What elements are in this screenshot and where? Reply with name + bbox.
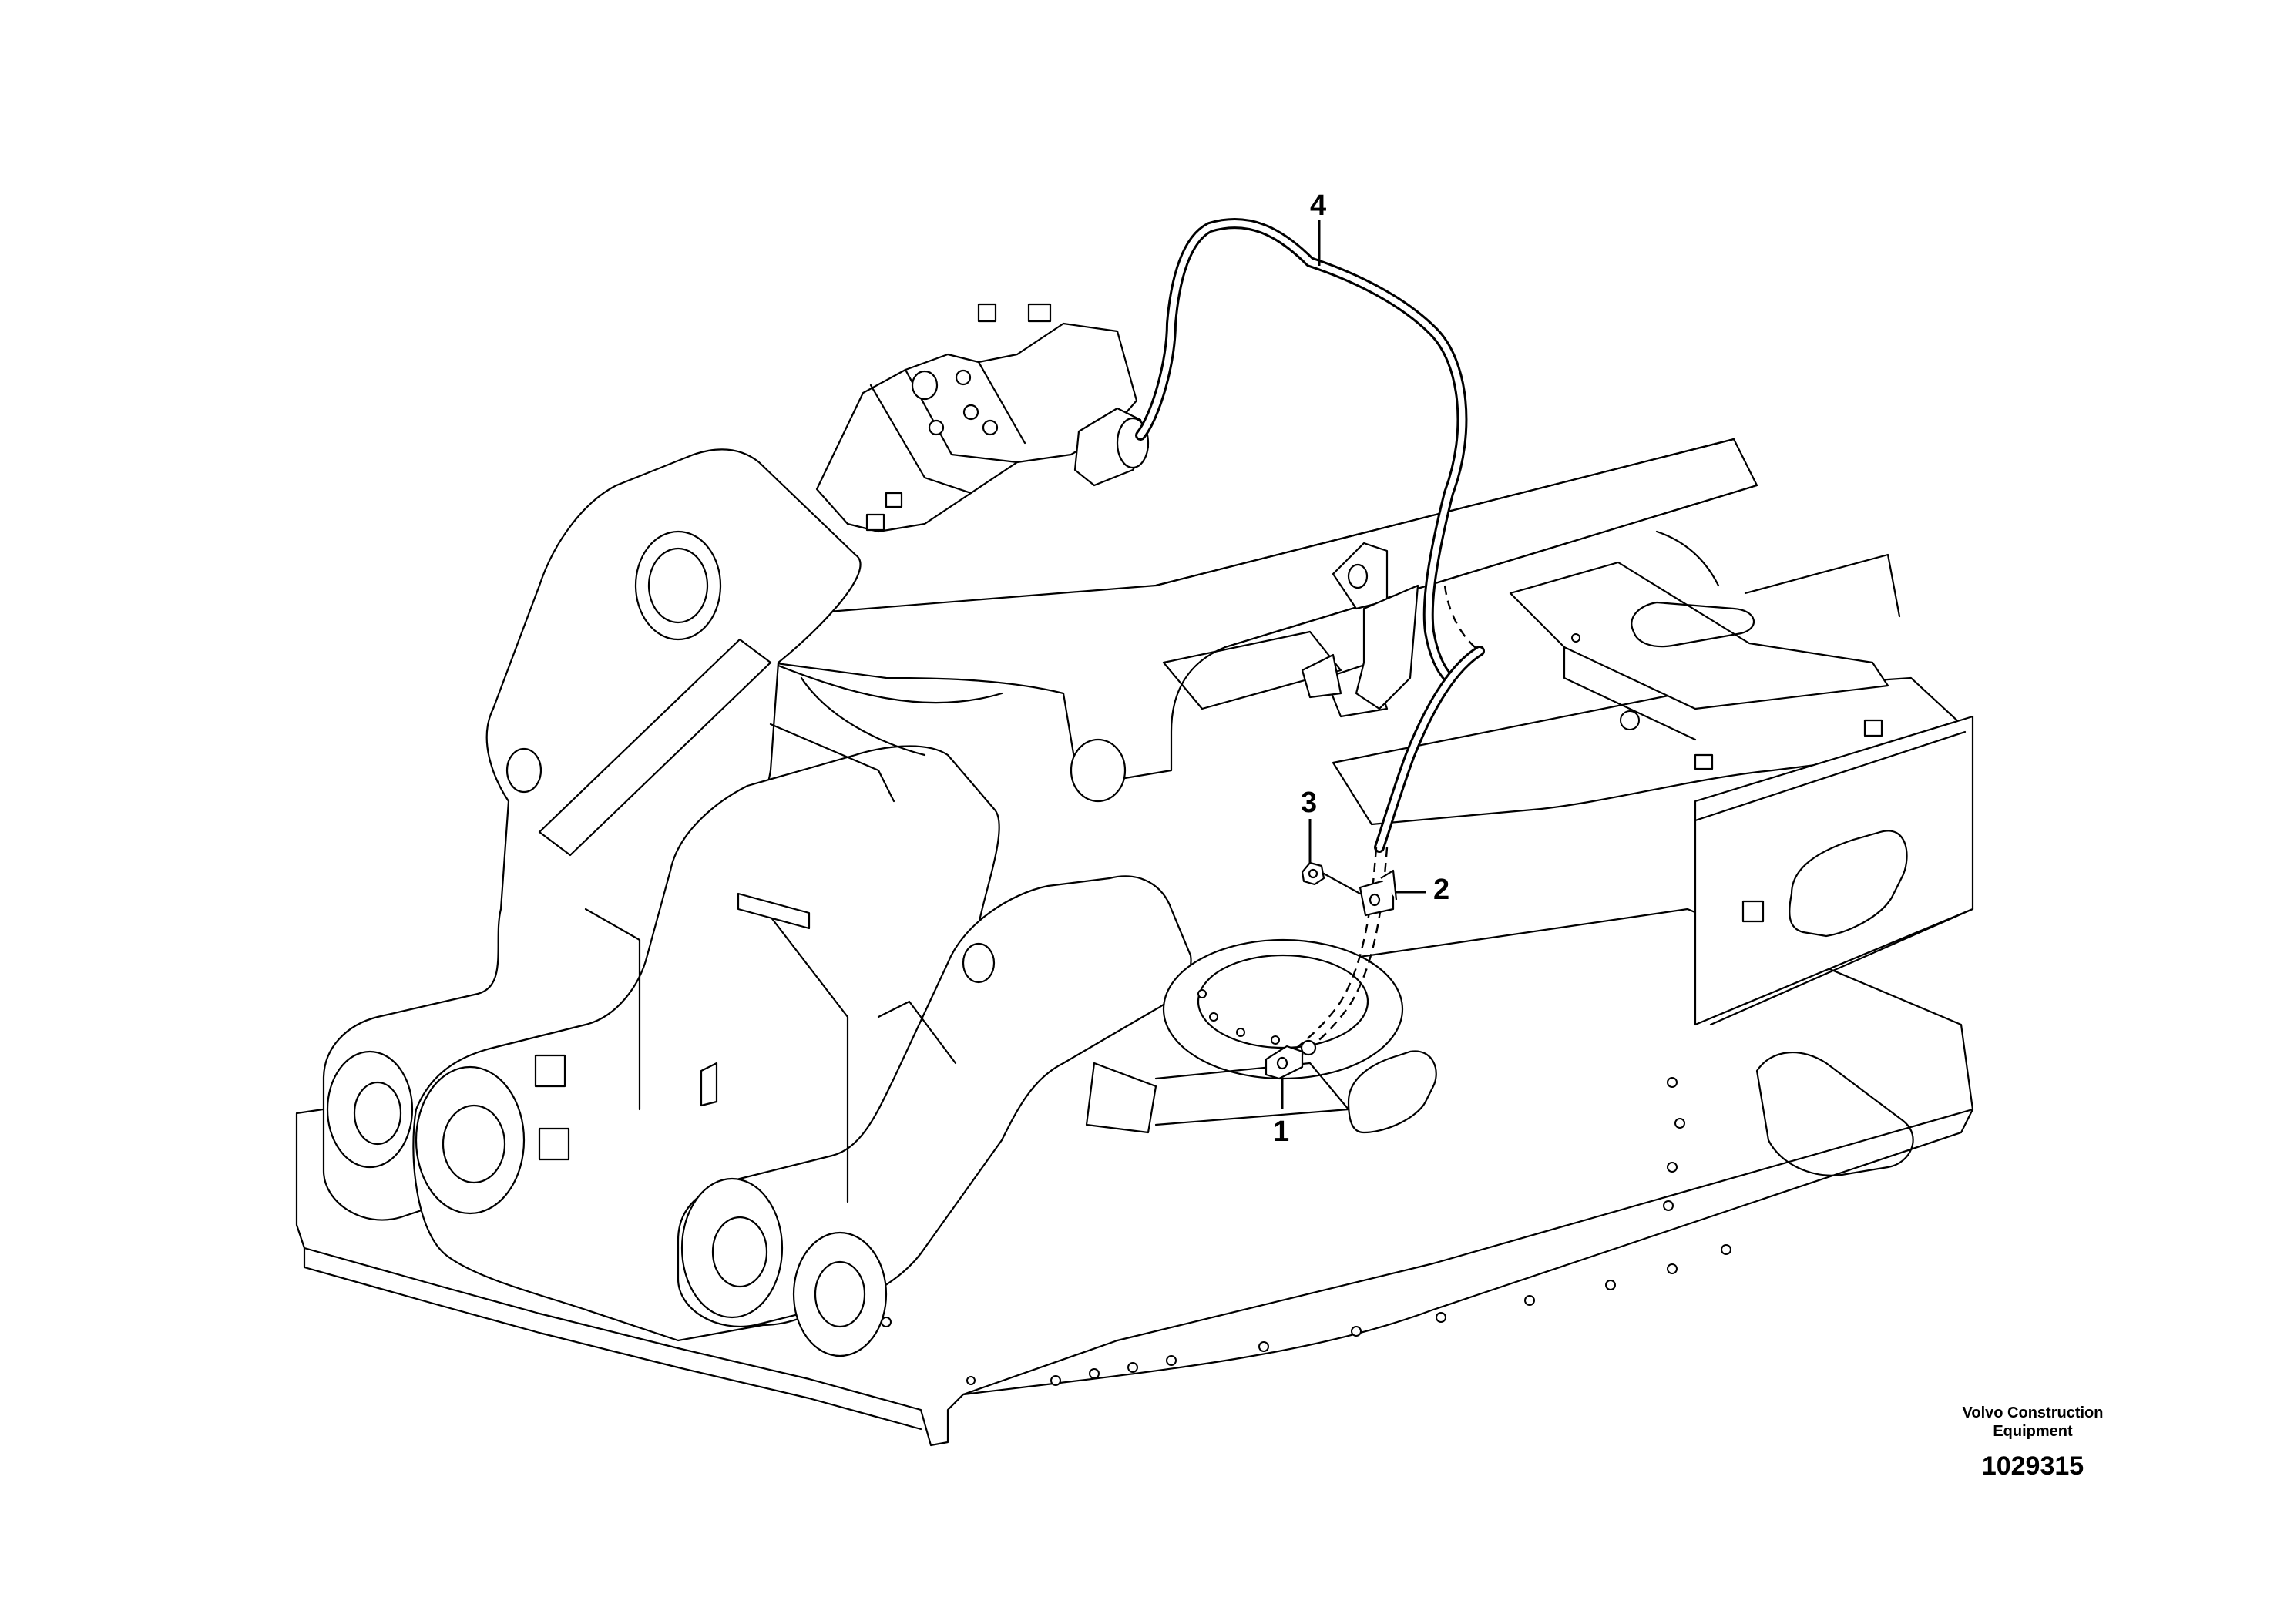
figure-number: 1029315 [1981,1451,2084,1481]
screw-item-3 [1301,861,1362,895]
callout-3: 3 [1301,787,1318,819]
callout-4: 4 [1310,190,1327,222]
credit-line-2: Equipment [1993,1423,2073,1440]
boom-foot-bracket [322,448,1404,1357]
clamp-item-2 [1359,869,1398,917]
frame-rails [769,438,1974,1134]
callout-2: 2 [1433,874,1450,906]
credit-line-1: Volvo Construction [1962,1404,2104,1421]
callout-1: 1 [1273,1116,1290,1148]
clamp-item-1 [1265,1039,1317,1080]
leader-lines [1281,220,1426,1109]
publisher-credit: Volvo Construction Equipment 1029315 [1909,1404,2156,1481]
